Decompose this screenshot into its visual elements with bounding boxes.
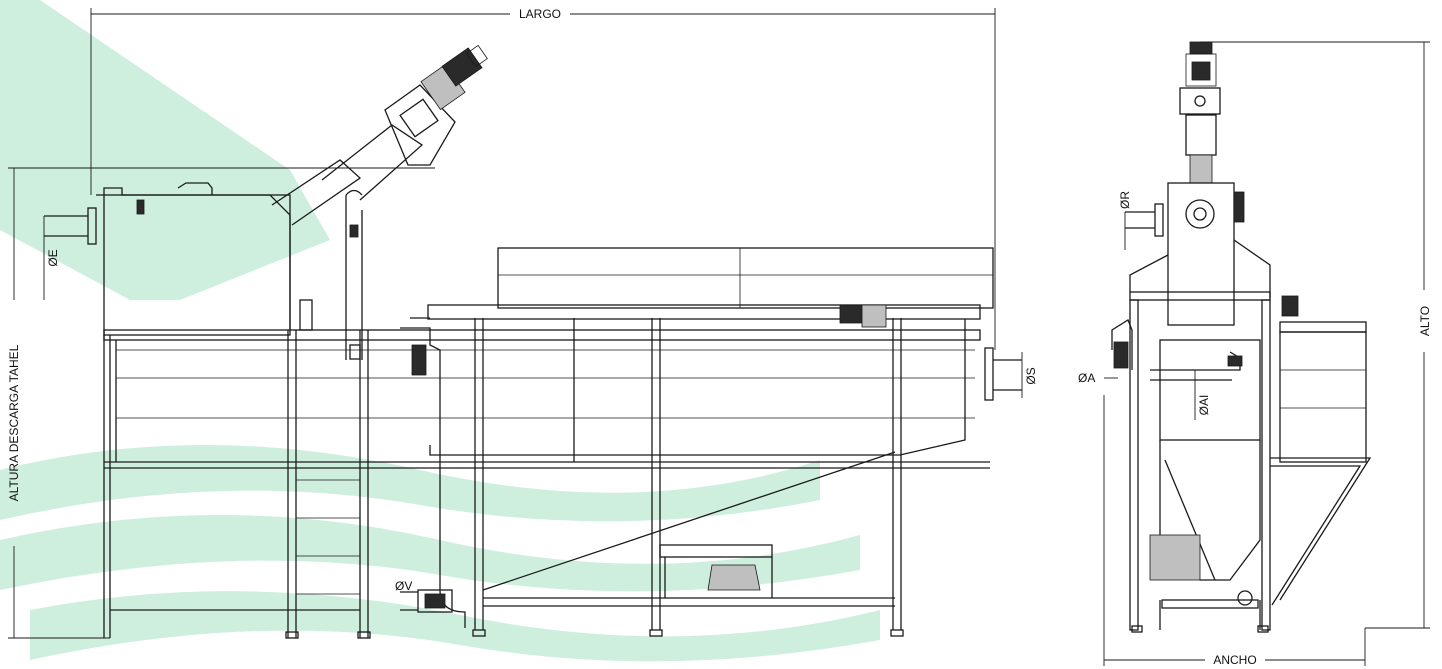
support-feet xyxy=(285,629,904,639)
inlet-flange-e: ØE xyxy=(43,207,97,300)
internal-pipe-ai: ØAI xyxy=(1150,351,1243,420)
watermark-logo xyxy=(0,0,880,662)
dimension-altura-descarga: ALTURA DESCARGA TAHEL xyxy=(7,167,435,639)
front-drive-stack xyxy=(1167,41,1245,326)
settling-tank xyxy=(96,182,291,638)
outlet-a: ØA xyxy=(1078,319,1133,385)
dimension-ancho: ANCHO xyxy=(1103,395,1366,667)
outlet-flange-s: ØS xyxy=(984,347,1038,401)
dimension-alto: ALTO xyxy=(1200,41,1432,629)
label-largo: LARGO xyxy=(519,7,561,21)
drain-valve-v: ØV xyxy=(395,317,466,628)
label-phi-a: ØA xyxy=(1078,371,1095,385)
dimension-largo: LARGO xyxy=(90,7,996,350)
screw-conveyor xyxy=(271,44,488,360)
label-phi-ai: ØAI xyxy=(1197,395,1211,416)
label-alto: ALTO xyxy=(1418,306,1432,336)
flotation-trough xyxy=(427,247,994,598)
label-phi-v: ØV xyxy=(395,579,412,593)
inlet-flange-r: ØR xyxy=(1118,191,1164,250)
front-body xyxy=(1129,239,1372,633)
label-ancho: ANCHO xyxy=(1213,653,1256,667)
side-frame xyxy=(103,299,990,638)
label-phi-e: ØE xyxy=(46,249,60,266)
label-phi-s: ØS xyxy=(1024,367,1038,384)
label-phi-r: ØR xyxy=(1118,191,1132,209)
label-altura-descarga: ALTURA DESCARGA TAHEL xyxy=(7,344,21,501)
